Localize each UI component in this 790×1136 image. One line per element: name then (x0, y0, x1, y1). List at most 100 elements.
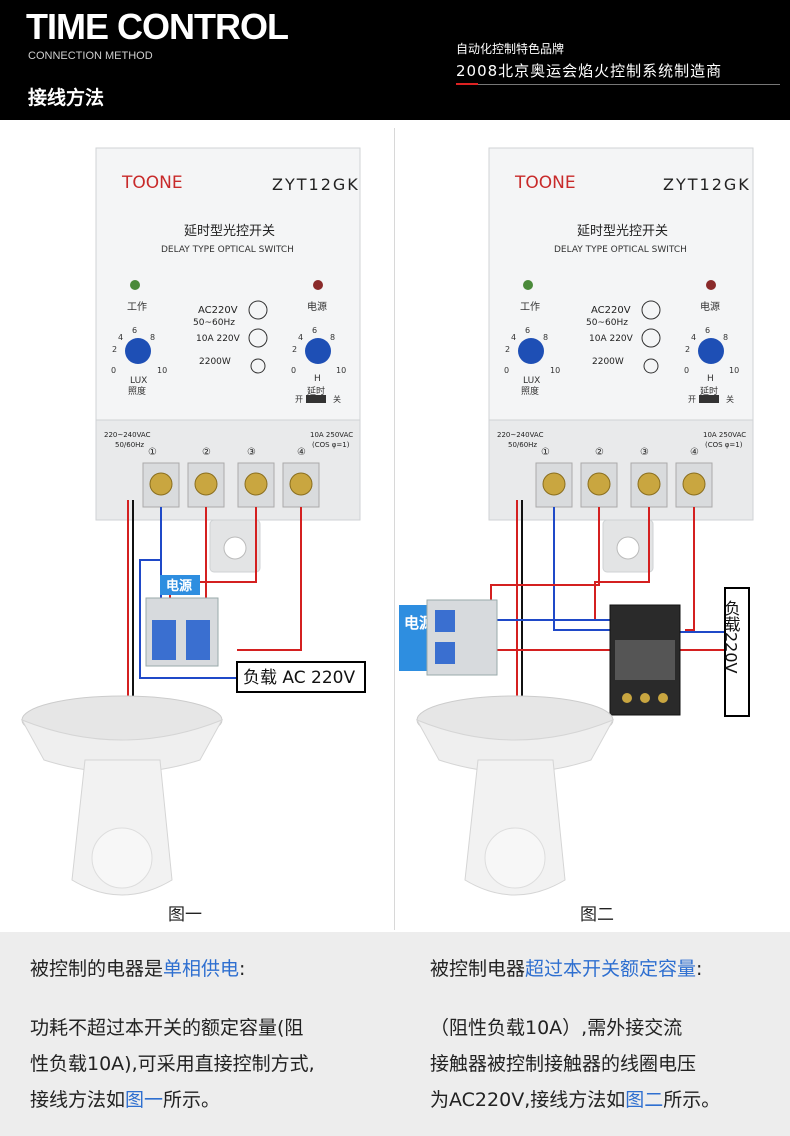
device-name-cn: 延时型光控开关 (577, 224, 668, 239)
switch-off-label: 关 (726, 394, 734, 404)
lux-dial[interactable] (125, 338, 151, 364)
mode-switch[interactable] (306, 395, 326, 403)
mode-switch[interactable] (699, 395, 719, 403)
device-logo: TOONE (121, 173, 183, 193)
fluorescent-icon (248, 328, 268, 348)
diagram-two-svg: TOONE ZYT12GK 延时型光控开关 DELAY TYPE OPTICAL… (399, 147, 754, 896)
terminal-screws (535, 462, 713, 508)
lux-dial[interactable] (518, 338, 544, 364)
terminal-2-label: ② (595, 447, 604, 458)
left-line-3c: 所示。 (163, 1089, 221, 1111)
lux-tick-4: 4 (511, 333, 516, 342)
lux-tick-8: 8 (150, 333, 155, 342)
wire-terminal2 (490, 507, 600, 620)
description-panel: 被控制的电器是单相供电: 功耗不超过本开关的额定容量(阻 性负载10A),可采用… (0, 932, 790, 1136)
delay-tick-0: 0 (684, 366, 689, 375)
tagline-brand: 自动化控制特色品牌 (456, 42, 565, 56)
breaker-pole-top[interactable] (435, 610, 455, 632)
work-led (523, 280, 533, 290)
delay-dial[interactable] (305, 338, 331, 364)
motor-icon (641, 300, 661, 320)
delay-tick-10: 10 (336, 366, 346, 375)
device-name-cn: 延时型光控开关 (184, 224, 275, 239)
contactor-face (615, 640, 675, 680)
left-heading-highlight: 单相供电 (163, 958, 240, 980)
device-name-en: DELAY TYPE OPTICAL SWITCH (161, 245, 294, 255)
caption-figure-one: 图一 (168, 905, 202, 925)
lux-tick-0: 0 (111, 366, 116, 375)
contactor-screw-2 (640, 693, 650, 703)
delay-tick-8: 8 (723, 333, 728, 342)
power-label: 电源 (307, 300, 327, 313)
left-line-3: 接线方法如图一所示。 (30, 1082, 315, 1118)
lux-tick-0: 0 (504, 366, 509, 375)
wire-terminal4 (237, 507, 302, 651)
switch-off-label: 关 (333, 394, 341, 404)
delay-dial[interactable] (698, 338, 724, 364)
spec-frequency: 50~60Hz (586, 318, 628, 328)
delay-tick-0: 0 (291, 366, 296, 375)
brand-subtitle: CONNECTION METHOD (28, 50, 153, 62)
wiring (490, 500, 725, 700)
delay-h-label: H (314, 374, 321, 384)
left-line-1: 功耗不超过本开关的额定容量(阻 (30, 1017, 304, 1039)
left-figure-link[interactable]: 图一 (125, 1089, 164, 1111)
terminal-input-spec: 220~240VAC (497, 431, 544, 439)
lux-cn-label: 照度 (128, 385, 146, 397)
right-heading: 被控制电器超过本开关额定容量: (430, 954, 702, 981)
breaker-pole-left[interactable] (152, 620, 176, 660)
lamp-icon (643, 358, 659, 374)
delay-tick-4: 4 (298, 333, 303, 342)
load-label: 负载 AC 220V (243, 668, 355, 688)
right-figure-link[interactable]: 图二 (625, 1089, 664, 1111)
delay-cn-label: 延时 (700, 385, 718, 397)
lamp-icon (250, 358, 266, 374)
left-line-2: 性负载10A),可采用直接控制方式, (30, 1053, 315, 1075)
delay-tick-10: 10 (729, 366, 739, 375)
fluorescent-icon (641, 328, 661, 348)
breaker-pole-bottom[interactable] (435, 642, 455, 664)
lux-tick-10: 10 (157, 366, 167, 375)
brand-title: TIME CONTROL (26, 6, 289, 47)
left-heading: 被控制的电器是单相供电: (30, 954, 245, 981)
right-line-3a: 为AC220V,接线方法如 (430, 1089, 626, 1111)
page-title: 接线方法 (28, 87, 105, 109)
terminal-output-spec: 10A 250VAC (310, 431, 353, 439)
tagline-accent-mark (456, 83, 478, 85)
terminal-1-label: ① (148, 447, 157, 458)
delay-cn-label: 延时 (307, 385, 325, 397)
diagram-divider (394, 128, 395, 930)
contactor-screw-3 (658, 693, 668, 703)
diagram-two: TOONE ZYT12GK 延时型光控开关 DELAY TYPE OPTICAL… (395, 120, 790, 930)
right-line-2: 接触器被控制接触器的线圈电压 (430, 1053, 697, 1075)
delay-tick-2: 2 (685, 345, 690, 354)
right-heading-a: 被控制电器 (430, 958, 526, 980)
lamp-holder (20, 695, 224, 896)
lux-label: LUX (130, 376, 147, 386)
right-line-1: （阻性负载10A）,需外接交流 (430, 1017, 683, 1039)
switch-on-label: 开 (688, 395, 696, 404)
terminal-input-freq: 50/60Hz (508, 441, 537, 449)
terminal-2-label: ② (202, 447, 211, 458)
delay-tick-6: 6 (705, 326, 710, 335)
lamp-holder (415, 695, 615, 896)
circuit-breaker: 电源 (145, 575, 219, 667)
right-line-3: 为AC220V,接线方法如图二所示。 (430, 1082, 720, 1118)
left-description: 功耗不超过本开关的额定容量(阻 性负载10A),可采用直接控制方式, 接线方法如… (30, 1010, 315, 1118)
terminal-1-label: ① (541, 447, 550, 458)
lux-label: LUX (523, 376, 540, 386)
lux-tick-6: 6 (525, 326, 530, 335)
device-model: ZYT12GK (272, 175, 360, 194)
wire-terminal1 (553, 507, 610, 631)
terminal-4-label: ④ (690, 447, 699, 458)
device-name-en: DELAY TYPE OPTICAL SWITCH (554, 245, 687, 255)
work-label: 工作 (127, 301, 147, 313)
terminal-output-spec: 10A 250VAC (703, 431, 746, 439)
spec-voltage: AC220V (591, 305, 631, 316)
delay-tick-6: 6 (312, 326, 317, 335)
wire-terminal4 (685, 507, 695, 631)
device-model: ZYT12GK (663, 175, 751, 194)
breaker-pole-right[interactable] (186, 620, 210, 660)
switch-device: TOONE ZYT12GK 延时型光控开关 DELAY TYPE OPTICAL… (488, 147, 754, 573)
spec-current: 10A 220V (196, 334, 241, 344)
